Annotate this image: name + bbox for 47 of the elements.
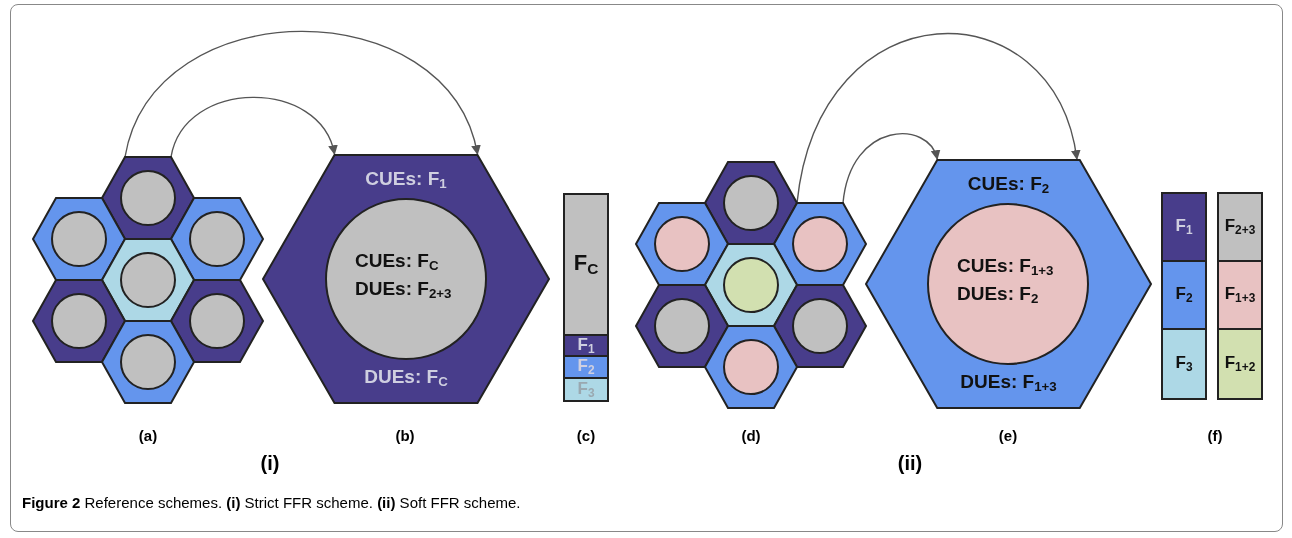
- hexagon-cell: [866, 160, 1151, 408]
- band-segment: [563, 334, 609, 357]
- curved-arrow: [170, 96, 337, 158]
- hexagon-cell: [705, 326, 797, 408]
- frequency-label: F$_{1+2}$: [1224, 354, 1256, 374]
- panel-label: (e): [998, 427, 1018, 444]
- panel-label: (a): [138, 427, 158, 444]
- panel-label: (c): [576, 427, 596, 444]
- hexagon-cell: [33, 280, 125, 362]
- panel-label: (b): [395, 427, 415, 444]
- band-segment: [563, 377, 609, 402]
- frequency-label: F$_{1+3}$: [1224, 285, 1256, 305]
- band-segment: [1217, 328, 1263, 400]
- hexagon-cell: [774, 285, 866, 367]
- scheme-label: (ii): [897, 452, 923, 475]
- band-segment: [1161, 192, 1207, 262]
- hexagon-cell: [636, 285, 728, 367]
- panel-label: (d): [741, 427, 761, 444]
- hexagon-cell: [102, 321, 194, 403]
- hexagon-cell: [171, 280, 263, 362]
- panel-label: (f): [1207, 427, 1223, 444]
- frequency-label: F$_{1}$: [577, 335, 595, 356]
- band-segment: [1217, 192, 1263, 262]
- frequency-label: CUEs: F$_{1+3}$: [957, 256, 1054, 278]
- curved-arrow: [124, 30, 480, 158]
- hexagon-cell: [263, 155, 549, 403]
- frequency-label: F$_{3}$: [1175, 354, 1193, 374]
- band-segment: [1161, 328, 1207, 400]
- band-segment: [1161, 260, 1207, 330]
- frequency-label: F$_{2}$: [577, 357, 595, 377]
- frequency-label: DUEs: F$_{2+3}$: [355, 279, 452, 301]
- frequency-label: F$_{1}$: [1175, 217, 1193, 237]
- frequency-label: DUEs: F$_{1+3}$: [960, 372, 1057, 394]
- figure-caption: Figure 2 Reference schemes. (i) Strict FFR scheme. (ii) Soft FFR scheme.: [22, 494, 521, 511]
- band-segment: [563, 355, 609, 379]
- frequency-label: F$_{2}$: [1175, 285, 1193, 305]
- frequency-label: CUEs: F$_{C}$: [355, 251, 439, 273]
- frequency-label: DUEs: F$_{2}$: [957, 284, 1039, 306]
- frequency-label: CUEs: F$_{1}$: [365, 169, 447, 191]
- frequency-label: CUEs: F$_{2}$: [967, 174, 1050, 196]
- band-segment: [1217, 260, 1263, 330]
- frequency-label: F$_{2+3}$: [1224, 217, 1256, 237]
- frequency-label: DUEs: F$_{C}$: [364, 367, 448, 389]
- frequency-label: F$_{C}$: [573, 252, 599, 277]
- curved-arrow: [842, 133, 939, 204]
- band-segment: [563, 193, 609, 336]
- scheme-label: (i): [260, 452, 280, 475]
